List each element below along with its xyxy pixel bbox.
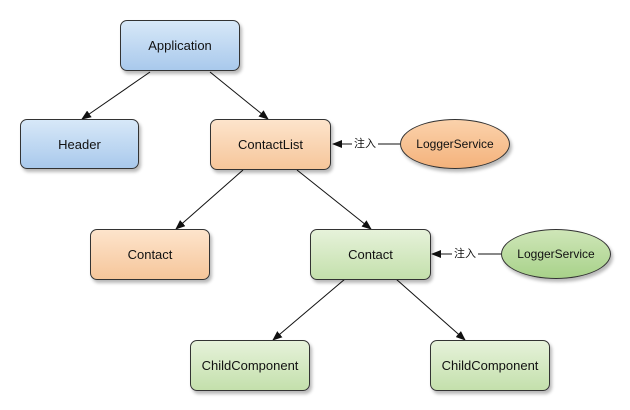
inject-label-1: 注入	[352, 137, 378, 151]
childcomponent-node-1: ChildComponent	[190, 340, 310, 391]
edge-application-header	[81, 71, 151, 120]
edge-contactlist-contact-1	[175, 169, 244, 230]
header-node: Header	[20, 119, 139, 169]
edge-contact-childcomponent-2	[395, 278, 466, 341]
logger-service-label-2: LoggerService	[517, 247, 595, 261]
childcomponent-label-2: ChildComponent	[441, 358, 539, 373]
header-label: Header	[58, 136, 101, 152]
contactlist-node: ContactList	[210, 119, 331, 170]
edge-contact-childcomponent-1	[272, 278, 346, 341]
edge-contactlist-contact-2	[296, 169, 372, 230]
contact-node-1: Contact	[90, 229, 210, 280]
childcomponent-node-2: ChildComponent	[430, 340, 550, 391]
application-label: Application	[148, 38, 212, 53]
application-node: Application	[120, 20, 240, 71]
logger-service-node-1: LoggerService	[400, 119, 510, 169]
logger-service-node-2: LoggerService	[501, 229, 611, 279]
edge-application-contactlist	[209, 71, 269, 120]
contact-label-1: Contact	[127, 247, 173, 262]
logger-service-label-1: LoggerService	[416, 137, 494, 151]
inject-label-2: 注入	[452, 247, 478, 261]
contact-label-2: Contact	[348, 247, 393, 262]
contactlist-label: ContactList	[237, 137, 304, 152]
childcomponent-label-1: ChildComponent	[201, 358, 299, 373]
contact-node-2: Contact	[310, 229, 431, 280]
